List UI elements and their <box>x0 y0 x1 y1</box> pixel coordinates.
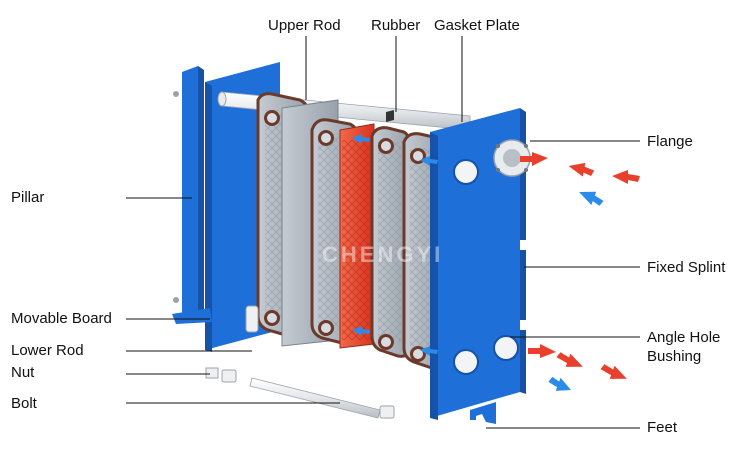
fixed-splint <box>430 108 526 420</box>
watermark: CHENGYI <box>322 242 443 267</box>
label-lower-rod: Lower Rod <box>11 342 84 359</box>
plate-ports <box>264 110 426 362</box>
label-fixed-splint: Fixed Splint <box>647 259 726 276</box>
label-pillar: Pillar <box>11 189 45 206</box>
lower-rod <box>245 305 259 333</box>
label-upper-rod: Upper Rod <box>268 17 341 34</box>
leader-lines <box>126 36 640 429</box>
label-nut: Nut <box>11 364 35 381</box>
label-rubber: Rubber <box>371 17 421 34</box>
label-bolt: Bolt <box>11 395 37 412</box>
bolt <box>249 377 395 419</box>
plate-pack <box>256 92 446 370</box>
nut <box>205 367 237 383</box>
label-movable-board: Movable Board <box>11 310 112 327</box>
label-bushing: Bushing <box>647 348 702 365</box>
red-arrow-icon <box>520 152 640 379</box>
pillar <box>173 66 204 318</box>
label-flange: Flange <box>647 133 693 150</box>
rubber-gasket <box>386 110 394 122</box>
blue-arrow-icon <box>352 134 604 391</box>
label-angle-hole: Angle Hole <box>647 329 721 346</box>
label-gasket-plate: Gasket Plate <box>434 17 520 34</box>
label-feet: Feet <box>647 419 678 436</box>
feet <box>470 402 496 424</box>
